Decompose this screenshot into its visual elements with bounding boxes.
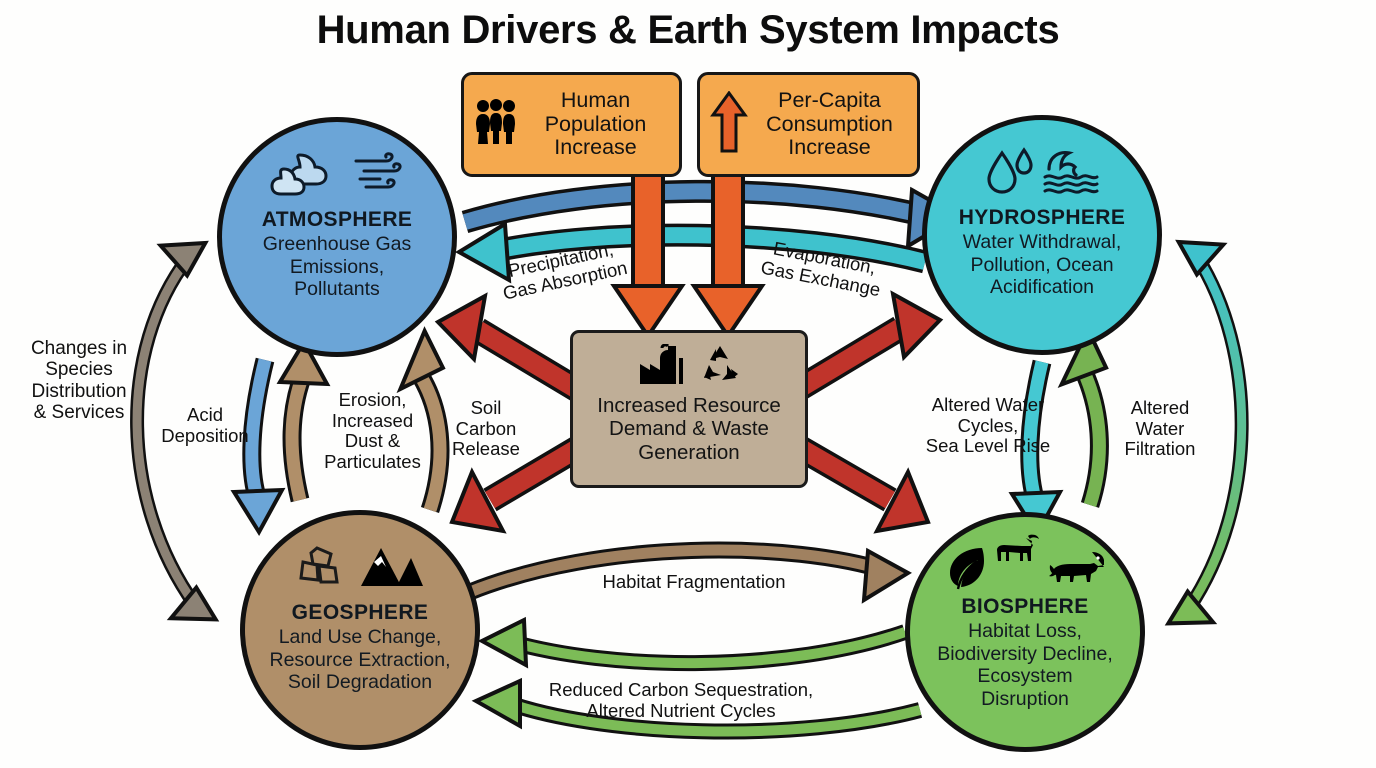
page-title: Human Drivers & Earth System Impacts [316,8,1060,52]
center-label: Increased Resource Demand & Waste Genera… [597,394,781,464]
edge-geosphere-to-atmosphere-dust [276,337,331,503]
biosphere-icons [944,533,1106,595]
sphere-biosphere[interactable]: BIOSPHERE Habitat Loss, Biodiversity Dec… [905,512,1145,752]
cloud-icon [270,149,342,202]
edge-driver-pop-to-center [610,170,686,340]
leaf-icon [944,545,986,596]
edge-geosphere-to-atmosphere-carbon [396,326,450,513]
sphere-description: Land Use Change, Resource Extraction, So… [269,626,451,694]
edge-center-to-biosphere [793,436,931,534]
edge-label-erosion-dust-particulates: Erosion, Increased Dust & Particulates [324,389,421,473]
three-people-icon [474,98,518,151]
recycle-icon [698,344,742,391]
edge-label-changes-in-species-distribution [1228,370,1374,434]
center-node-increased-resource-demand[interactable]: Increased Resource Demand & Waste Genera… [570,330,808,488]
edge-center-to-atmosphere [434,292,585,402]
up-arrow-icon [710,90,748,158]
sphere-atmosphere[interactable]: ATMOSPHERE Greenhouse Gas Emissions, Pol… [217,117,457,357]
edge-label-climate-change-impacts: Changes in Species Distribution & Servic… [30,338,128,423]
edge-geosphere-to-biosphere [466,541,912,604]
edge-label-acid-deposition: Acid Deposition [161,404,249,446]
center-icons [636,341,742,393]
sphere-description: Greenhouse Gas Emissions, Pollutants [262,233,412,301]
goat-icon [994,533,1040,568]
edge-biosphere-to-hydrosphere [1057,324,1109,508]
atmosphere-icons [270,144,404,206]
edge-label-soil-carbon-release: Soil Carbon Release [452,397,520,460]
driver-human-population-increase[interactable]: Human Population Increase [461,72,682,177]
mountain-icon [359,544,423,593]
sphere-description: Habitat Loss, Biodiversity Decline, Ecos… [937,620,1113,710]
water-drop-icon [985,146,1035,200]
sphere-name: ATMOSPHERE [261,208,413,231]
driver-label: Per-Capita Consumption Increase [766,88,893,160]
sphere-geosphere[interactable]: GEOSPHERE Land Use Change, Resource Extr… [240,510,480,750]
sphere-name: BIOSPHERE [961,595,1089,618]
edge-driver-consumption-to-center [690,170,766,340]
driver-per-capita-consumption-increase[interactable]: Per-Capita Consumption Increase [697,72,920,177]
edge-label-altered-water-filtration: Altered Water Filtration [1124,397,1196,460]
sphere-name: HYDROSPHERE [958,206,1126,229]
tiger-icon [1048,549,1106,588]
edge-atmosphere-geosphere-climate [130,240,220,622]
hydrosphere-icons [985,142,1099,204]
edge-center-to-geosphere [449,436,585,534]
factory-icon [636,342,684,391]
edge-biosphere-to-geosphere-carbon-2 [471,677,923,740]
edge-label-habitat-fragmentation: Habitat Fragmentation [602,571,786,592]
rocks-icon [297,544,351,593]
wind-icon [350,151,404,200]
edge-center-to-hydrosphere [793,290,944,400]
sphere-name: GEOSPHERE [291,601,429,624]
edge-hydrosphere-biosphere-species [1164,239,1249,626]
edge-atmosphere-to-geosphere-acid [230,357,286,536]
edge-label-reduced-carbon-sequestration: Reduced Carbon Sequestration, Altered Nu… [548,679,814,721]
sphere-description: Water Withdrawal, Pollution, Ocean Acidi… [962,231,1122,299]
edge-hydrosphere-to-atmosphere [455,220,928,284]
geosphere-icons [297,537,423,599]
edge-biosphere-to-geosphere-carbon-1 [477,616,908,672]
wave-icon [1043,147,1099,200]
sphere-hydrosphere[interactable]: HYDROSPHERE Water Withdrawal, Pollution,… [922,115,1162,355]
driver-label: Human Population Increase [544,88,647,160]
edge-label-altered-water-cycles-sea-level-rise: Altered Water Cycles, Sea Level Rise [925,394,1051,457]
